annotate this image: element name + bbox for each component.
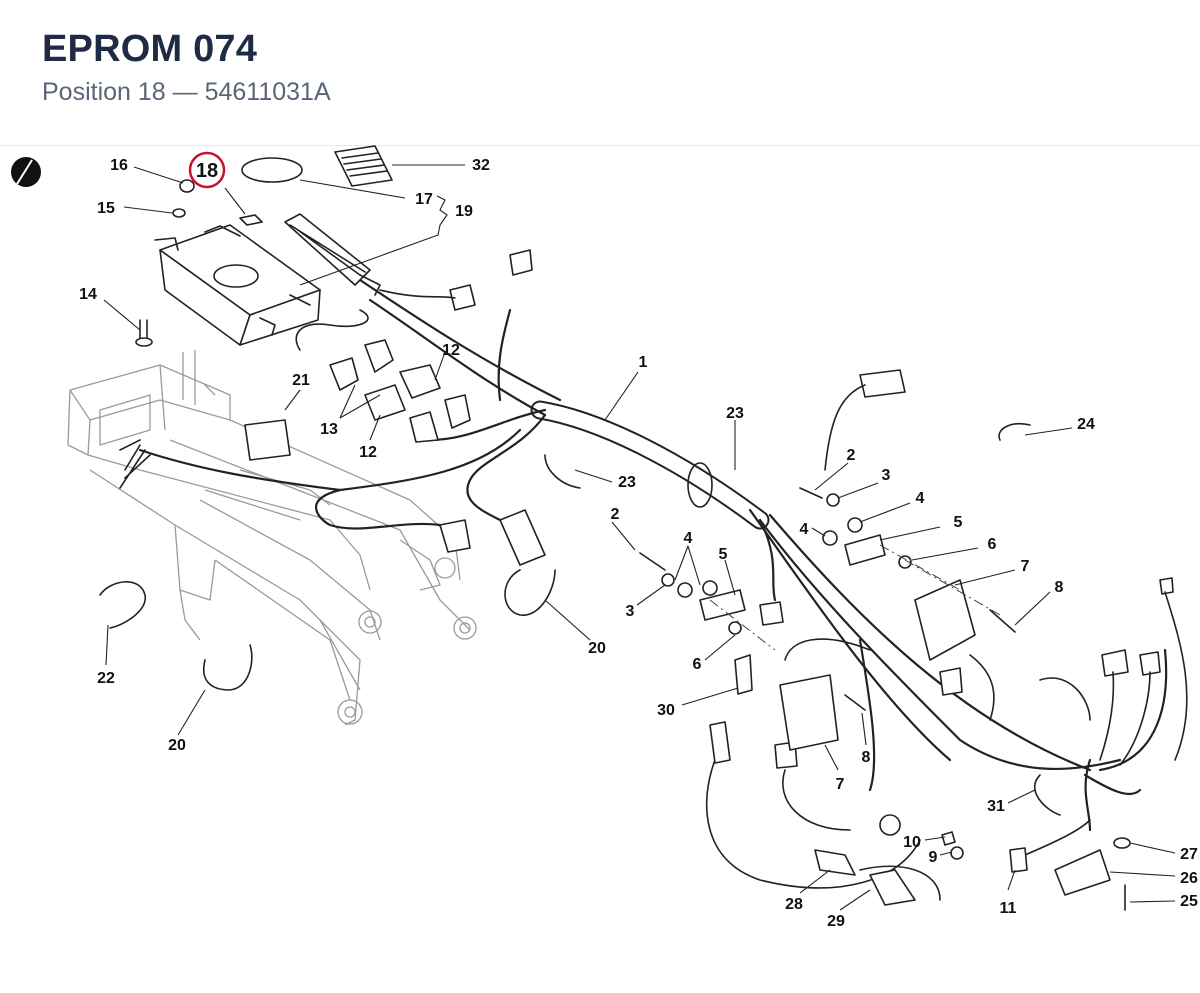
callout-26[interactable]: 26 [1180,870,1198,887]
callout-27[interactable]: 27 [1180,846,1198,863]
callout-30[interactable]: 30 [657,702,675,719]
callout-22[interactable]: 22 [97,670,115,687]
callout-23[interactable]: 23 [726,405,744,422]
callout-5[interactable]: 5 [719,546,728,563]
callout-16[interactable]: 16 [110,157,128,174]
ecu-cover [241,157,303,183]
callout-7[interactable]: 7 [836,776,845,793]
label-sticker [334,145,393,187]
highlight-ring-18 [188,151,226,189]
callout-7[interactable]: 7 [1021,558,1030,575]
stud-bolt [135,319,153,347]
sensors [709,654,1131,911]
callout-4[interactable]: 4 [800,521,809,538]
callout-12[interactable]: 12 [359,444,377,461]
callout-31[interactable]: 31 [987,798,1005,815]
diagram-canvas: 1 2 2 3 3 4 4 4 5 5 6 6 7 7 8 8 9 10 11 … [11,145,1198,930]
callout-29[interactable]: 29 [827,913,845,930]
callout-12[interactable]: 12 [442,342,460,359]
callout-3[interactable]: 3 [882,467,891,484]
page-header: EPROM 074 Position 18 — 54611031A [0,0,1200,146]
callout-21[interactable]: 21 [292,372,310,389]
relay-group [329,339,471,443]
callout-11[interactable]: 11 [1000,900,1017,917]
callout-3[interactable]: 3 [626,603,635,620]
callout-9[interactable]: 9 [929,849,938,866]
callout-17[interactable]: 17 [415,191,433,208]
callout-14[interactable]: 14 [79,286,97,303]
page-subtitle: Position 18 — 54611031A [42,78,331,106]
exploded-parts-diagram: 1 2 2 3 3 4 4 4 5 5 6 6 7 7 8 8 9 10 11 … [0,145,1200,993]
callout-24[interactable]: 24 [1077,416,1095,433]
callout-32[interactable]: 32 [472,157,490,174]
nut [179,179,195,193]
callout-6[interactable]: 6 [693,656,702,673]
callout-18-highlighted[interactable]: 18 [196,160,218,182]
washer [172,208,186,218]
callout-23[interactable]: 23 [618,474,636,491]
callout-4[interactable]: 4 [916,490,925,507]
callout-15[interactable]: 15 [97,200,115,217]
callout-28[interactable]: 28 [785,896,803,913]
main-wiring-harness [138,278,1168,832]
callout-20[interactable]: 20 [588,640,606,657]
callout-8[interactable]: 8 [1055,579,1064,596]
callout-10[interactable]: 10 [903,834,921,851]
callout-labels: 1 2 2 3 3 4 4 4 5 5 6 6 7 7 8 8 9 10 11 … [79,157,1198,930]
ignition-coils [779,579,976,751]
cable-clamps [99,422,1031,691]
cable-runs [119,289,1188,901]
callout-19[interactable]: 19 [455,203,473,220]
ecu-control-unit [154,224,321,346]
callout-1[interactable]: 1 [639,354,648,371]
eprom-chip [239,214,263,226]
callout-13[interactable]: 13 [320,421,338,438]
callout-20[interactable]: 20 [168,737,186,754]
callout-4[interactable]: 4 [684,530,693,547]
callout-6[interactable]: 6 [988,536,997,553]
callout-5[interactable]: 5 [954,514,963,531]
page-title: EPROM 074 [42,28,258,70]
harness-connectors [244,249,1174,769]
callout-25[interactable]: 25 [1180,893,1198,910]
callout-8[interactable]: 8 [862,749,871,766]
leader-lines [103,164,1176,911]
mounting-hardware [639,487,1016,711]
motorcycle-frame [67,350,477,726]
callout-2[interactable]: 2 [611,506,620,523]
orientation-marker-icon [11,157,41,187]
callout-2[interactable]: 2 [847,447,856,464]
